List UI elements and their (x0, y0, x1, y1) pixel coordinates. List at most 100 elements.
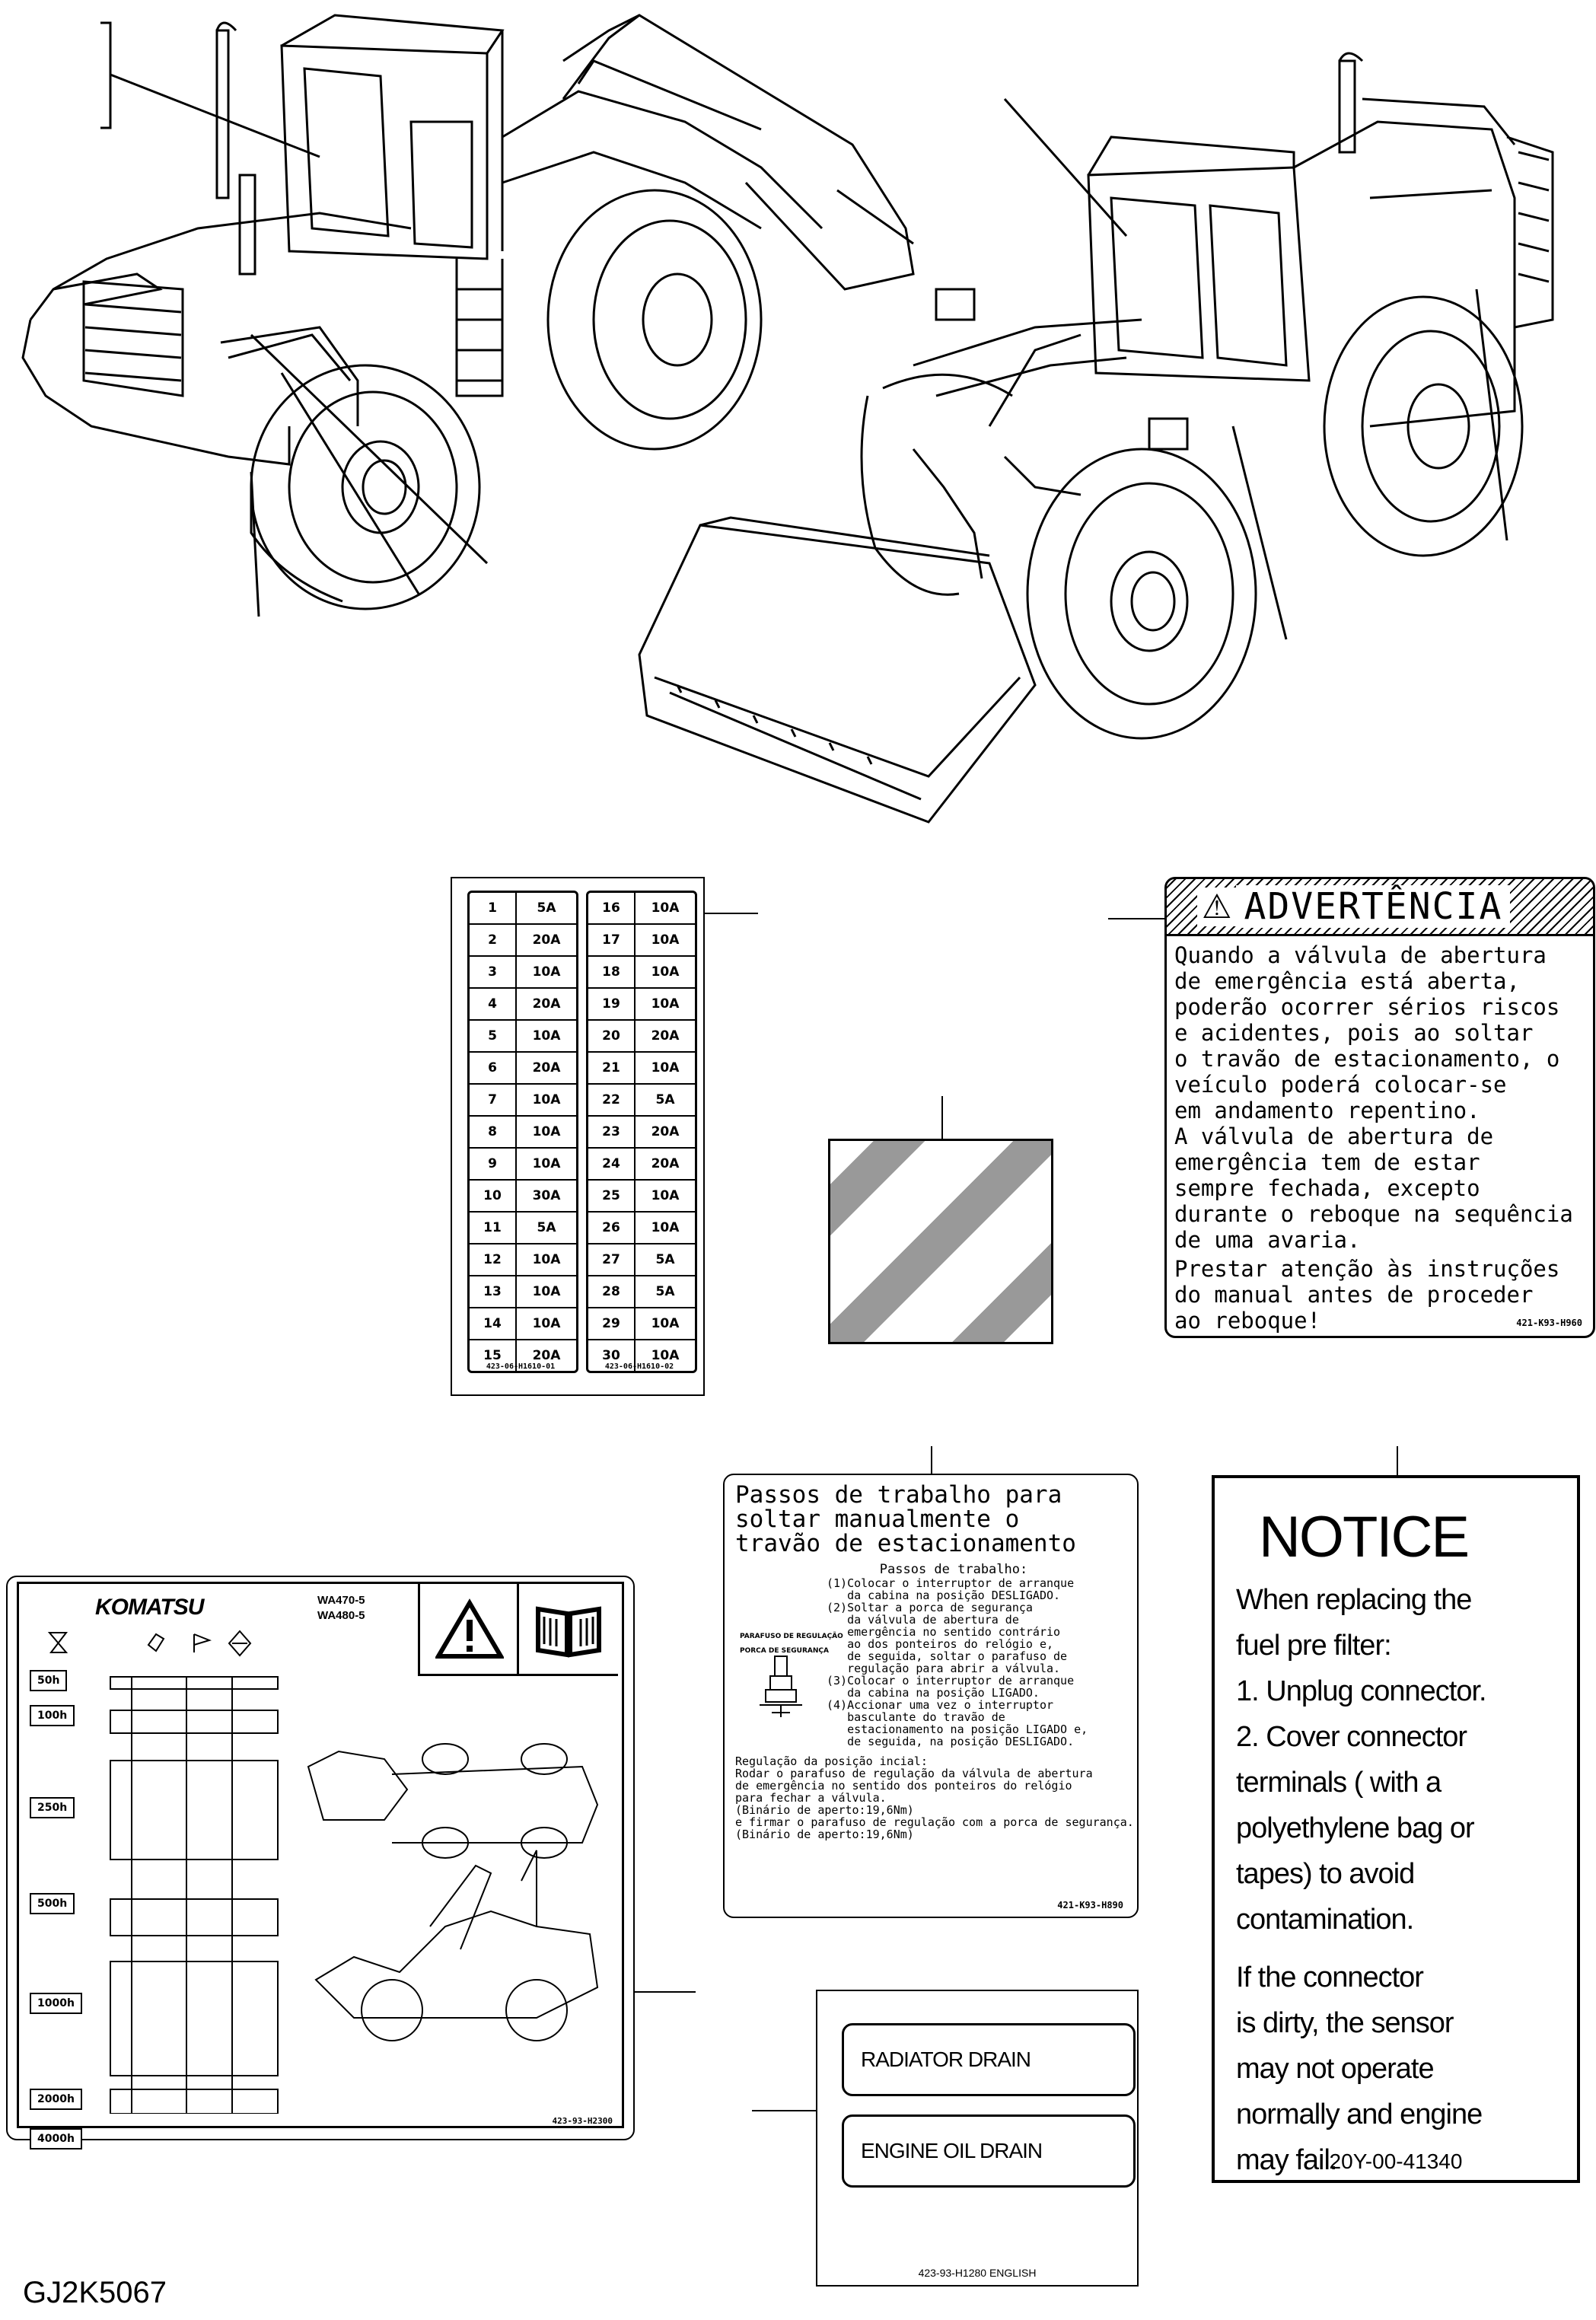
fuse-number: 10 (470, 1181, 517, 1211)
interval-label: 2000h (30, 2080, 82, 2118)
fuse-rating: 20A (532, 996, 561, 1012)
fuse-number: 1 (470, 893, 517, 923)
notice-line: 1. Unplug connector. (1236, 1675, 1487, 1707)
passos-title-line: soltar manualmente o (735, 1506, 1020, 1533)
passos-step-line: (1)Colocar o interruptor de arranque (827, 1576, 1075, 1590)
warning-line: Prestar atenção às instruções (1174, 1256, 1560, 1282)
fuse-number: 14 (470, 1308, 517, 1339)
fuse-rating: 30A (532, 1188, 561, 1203)
passos-initial-position: Regulação da posição incial:Rodar o para… (735, 1755, 1134, 1840)
fuse-number: 28 (588, 1276, 636, 1307)
fuse-rating: 10A (651, 964, 680, 980)
fuse-row: 1 5A (470, 893, 576, 925)
fuse-rating: 10A (651, 996, 680, 1012)
warning-title: ADVERTÊNCIA (1236, 885, 1511, 928)
interval-label: 500h (30, 1888, 75, 1919)
fuse-row: 3 10A (470, 957, 576, 989)
warning-line: do manual antes de proceder (1174, 1282, 1534, 1308)
fuse-rating: 5A (655, 1284, 675, 1299)
fuse-number: 3 (470, 957, 517, 987)
fuse-row: 28 5A (588, 1276, 695, 1308)
fuse-number: 26 (588, 1213, 636, 1243)
leader-line (635, 1991, 696, 1993)
leader-line (705, 913, 758, 914)
maintenance-points-diagram (307, 1743, 599, 2041)
fuse-rating: 20A (651, 1028, 680, 1044)
passos-step-line: emergência no sentido contrário (827, 1625, 1061, 1639)
fuse-number: 19 (588, 989, 636, 1019)
fuse-rating: 20A (651, 1156, 680, 1171)
passos-regul-line: para fechar a válvula. (735, 1791, 887, 1805)
maintenance-code: 423-93-H2300 (552, 2116, 613, 2126)
fuse-rating: 20A (532, 932, 561, 948)
leader-line (941, 1096, 943, 1140)
fuse-number: 4 (470, 989, 517, 1019)
hazard-stripe-decal (828, 1139, 1053, 1344)
model-1: WA470-5 (317, 1594, 365, 1607)
notice-code: 20Y-00-41340 (1329, 2150, 1463, 2173)
fuse-row: 19 10A (588, 989, 695, 1021)
warning-line: Quando a válvula de abertura (1174, 942, 1547, 968)
drain-code: 423-93-H1280 ENGLISH (918, 2267, 1037, 2279)
fuse-rating: 10A (532, 1252, 561, 1267)
notice-title: NOTICE (1259, 1505, 1470, 1570)
notice-line: may fail. (1236, 2144, 1337, 2176)
fuse-row: 18 10A (588, 957, 695, 989)
maintenance-grid (47, 1630, 279, 2114)
fuse-rating: 10A (651, 1188, 680, 1203)
warning-line: poderão ocorrer sérios riscos (1174, 994, 1560, 1020)
passos-step-line: da cabina na posição LIGADO. (827, 1686, 1040, 1700)
passos-regul-line: de emergência no sentido dos ponteiros d… (735, 1779, 1072, 1793)
passos-steps: (1)Colocar o interruptor de arranque da … (827, 1577, 1126, 1748)
fuse-number: 5 (470, 1021, 517, 1051)
fuse-row: 24 20A (588, 1149, 695, 1181)
fuse-number: 30 (588, 1340, 636, 1371)
notice-line: may not operate (1236, 2053, 1435, 2085)
engine-oil-drain-label: ENGINE OIL DRAIN (842, 2114, 1136, 2188)
fuse-number: 18 (588, 957, 636, 987)
passos-step-line: (4)Accionar uma vez o interruptor (827, 1698, 1054, 1712)
passos-regul-line: e firmar o parafuso de regulação com a p… (735, 1815, 1134, 1829)
fuse-rating: 10A (651, 1220, 680, 1235)
passos-step-line: estacionamento na posição LIGADO e, (827, 1722, 1088, 1736)
fuse-number: 24 (588, 1149, 636, 1179)
passos-step-line: (2)Soltar a porca de segurança (827, 1601, 1033, 1614)
passos-code: 421-K93-H890 (1057, 1900, 1123, 1910)
notice-line: 2. Cover connector (1236, 1721, 1467, 1753)
fuse-rating: 5A (537, 1220, 556, 1235)
wheel-loader-illustrations (21, 14, 1554, 824)
passos-step-line: da cabina na posição DESLIGADO. (827, 1589, 1061, 1602)
fuse-number: 16 (588, 893, 636, 923)
fuse-rating: 20A (532, 1348, 561, 1363)
model-list: WA470-5 WA480-5 (317, 1593, 365, 1624)
passos-step-line: (3)Colocar o interruptor de arranque (827, 1674, 1075, 1687)
fuse-rating: 5A (537, 900, 556, 916)
passos-step-line: ao dos ponteiros do relógio e, (827, 1637, 1054, 1651)
fuse-number: 21 (588, 1053, 636, 1083)
notice-line: fuel pre filter: (1236, 1630, 1392, 1662)
warning-line: durante o reboque na sequência (1174, 1201, 1573, 1227)
passos-step-line: de seguida, na posição DESLIGADO. (827, 1735, 1075, 1748)
maintenance-chart-label: KOMATSU WA470-5 WA480-5 (6, 1576, 635, 2150)
fuse-rating: 5A (655, 1252, 675, 1267)
passos-step-line: regulação para abrir a válvula. (827, 1662, 1061, 1675)
fuse-rating: 10A (532, 964, 561, 980)
fuse-rating: 20A (532, 1060, 561, 1076)
warning-line: A válvula de abertura de (1174, 1123, 1494, 1149)
interval-text: 4000h (30, 2128, 82, 2150)
